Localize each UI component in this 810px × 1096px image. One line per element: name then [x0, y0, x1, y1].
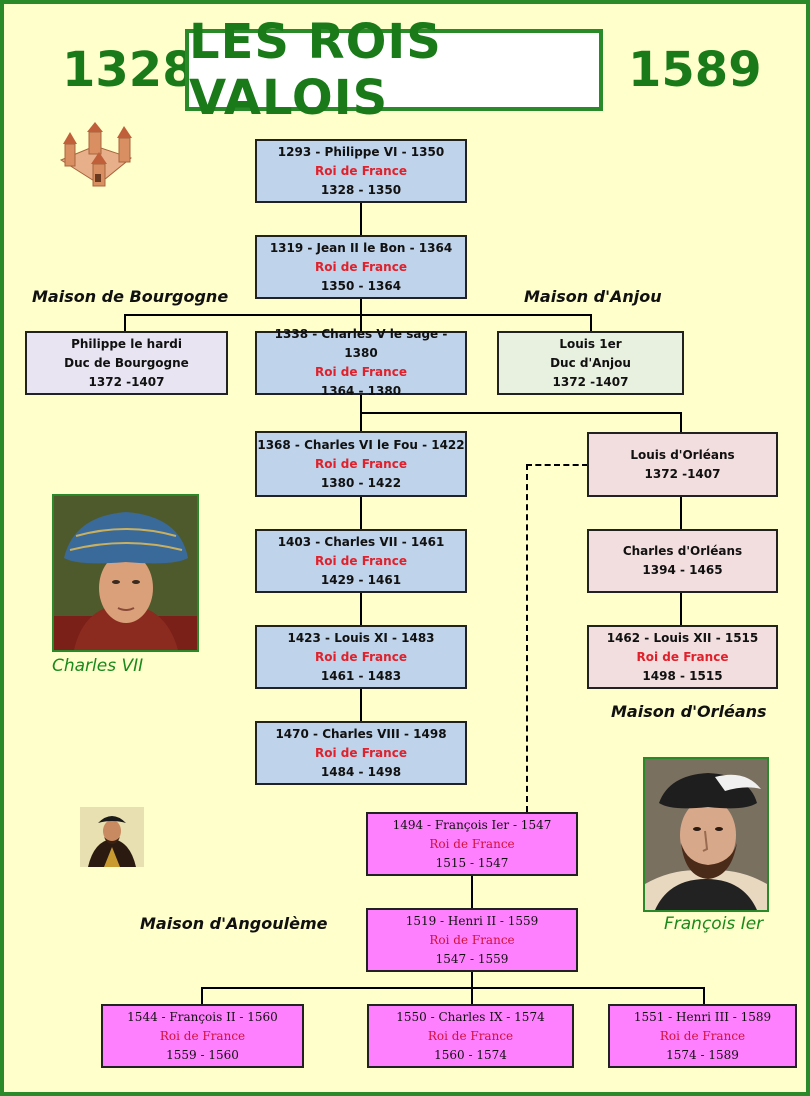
castle-icon — [55, 122, 137, 192]
node-text-line: 1560 - 1574 — [434, 1047, 507, 1062]
node-text-line: Charles d'Orléans — [622, 544, 743, 558]
connector — [680, 497, 682, 529]
node-text-line: 1380 - 1422 — [320, 475, 402, 490]
connector — [360, 689, 362, 721]
caption-charles-vii: Charles VII — [52, 656, 144, 676]
node-text-line: 1551 - Henri III - 1589 — [633, 1009, 772, 1024]
node-text-line: Roi de France — [159, 1028, 246, 1043]
connector — [590, 314, 592, 331]
node-text-line: 1319 - Jean II le Bon - 1364 — [269, 240, 453, 255]
portrait-charles-vii — [52, 494, 199, 652]
node-text-line: 1484 - 1498 — [320, 764, 402, 779]
node-text-line: 1515 - 1547 — [435, 855, 509, 870]
connector — [703, 987, 705, 1004]
connector — [680, 412, 682, 432]
node-text-line: Philippe le hardi — [71, 336, 182, 351]
node-text-line: Roi de France — [659, 1028, 746, 1043]
node-text-line: 1423 - Louis XI - 1483 — [287, 630, 435, 645]
connector — [360, 412, 682, 414]
node-charles-d-orleans: Charles d'Orléans 1394 - 1465 — [587, 529, 778, 593]
node-text-line: 1372 -1407 — [88, 374, 165, 389]
node-text-line: 1394 - 1465 — [642, 563, 723, 577]
node-text-line: 1494 - François Ier - 1547 — [392, 817, 552, 832]
node-text-line: Louis 1er — [559, 336, 622, 351]
page-title: LES ROIS VALOIS — [189, 14, 442, 126]
node-text-line: Roi de France — [429, 836, 515, 851]
node-text-line: 1498 - 1515 — [642, 668, 723, 683]
start-year: 1328 — [62, 42, 196, 98]
node-text-line: 1461 - 1483 — [320, 668, 402, 683]
dashed-connector — [526, 464, 588, 466]
node-text-line: 1544 - François II - 1560 — [127, 1009, 278, 1024]
node-text-line: Duc de Bourgogne — [64, 355, 189, 370]
node-text-line: Roi de France — [427, 1028, 514, 1043]
house-label-orleans: Maison d'Orléans — [611, 702, 767, 721]
connector — [201, 987, 203, 1004]
node-text-line: 1338 - Charles V le sage - 1380 — [274, 327, 448, 360]
node-text-line: Louis d'Orléans — [630, 447, 735, 462]
connector — [360, 203, 362, 235]
node-text-line: Roi de France — [315, 649, 407, 664]
portrait-francois-ier — [643, 757, 769, 912]
house-label-angouleme: Maison d'Angoulème — [140, 914, 328, 933]
node-text-line: 1293 - Philippe VI - 1350 — [277, 144, 445, 159]
node-text-line: Roi de France — [315, 259, 407, 274]
connector — [124, 314, 126, 331]
node-text-line: 1372 -1407 — [644, 466, 721, 481]
node-text-line: 1403 - Charles VII - 1461 — [277, 534, 445, 549]
node-louis-d-orleans: Louis d'Orléans 1372 -1407 — [587, 432, 778, 497]
node-text-line: 1519 - Henri II - 1559 — [405, 913, 539, 928]
house-label-bourgogne: Maison de Bourgogne — [32, 287, 229, 306]
node-text-line: 1574 - 1589 — [666, 1047, 739, 1062]
node-text-line: 1368 - Charles VI le Fou - 1422 — [257, 437, 465, 452]
node-text-line: Roi de France — [429, 932, 515, 947]
connector — [124, 314, 592, 316]
house-label-anjou: Maison d'Anjou — [524, 287, 662, 306]
end-year: 1589 — [628, 42, 762, 98]
node-text-line: 1328 - 1350 — [320, 182, 402, 197]
node-text-line: 1547 - 1559 — [435, 951, 509, 966]
node-text-line: 1364 - 1380 — [320, 384, 402, 398]
node-text-line: 1429 - 1461 — [320, 572, 402, 587]
node-text-line: 1559 - 1560 — [166, 1047, 239, 1062]
node-text-line: 1350 - 1364 — [320, 278, 402, 293]
node-text-line: 1550 - Charles IX - 1574 — [396, 1009, 545, 1024]
node-text-line: Roi de France — [315, 745, 407, 760]
connector — [680, 593, 682, 625]
node-text-line: Roi de France — [315, 163, 407, 178]
node-text-line: Roi de France — [315, 365, 407, 379]
title-box: LES ROIS VALOIS — [185, 14, 603, 126]
node-text-line: 1372 -1407 — [552, 374, 629, 389]
node-text-line: Roi de France — [315, 456, 407, 471]
node-text-line: 1462 - Louis XII - 1515 — [606, 630, 759, 645]
connector — [471, 876, 473, 908]
knight-icon — [80, 807, 144, 867]
node-text-line: Roi de France — [315, 553, 407, 568]
connector — [360, 593, 362, 625]
node-text-line: Roi de France — [636, 649, 729, 664]
dashed-connector — [526, 464, 528, 812]
node-text-line: Duc d'Anjou — [550, 355, 631, 370]
node-text-line: 1470 - Charles VIII - 1498 — [275, 726, 447, 741]
caption-francois-ier: François Ier — [664, 914, 764, 934]
connector — [360, 497, 362, 529]
connector — [201, 987, 705, 989]
